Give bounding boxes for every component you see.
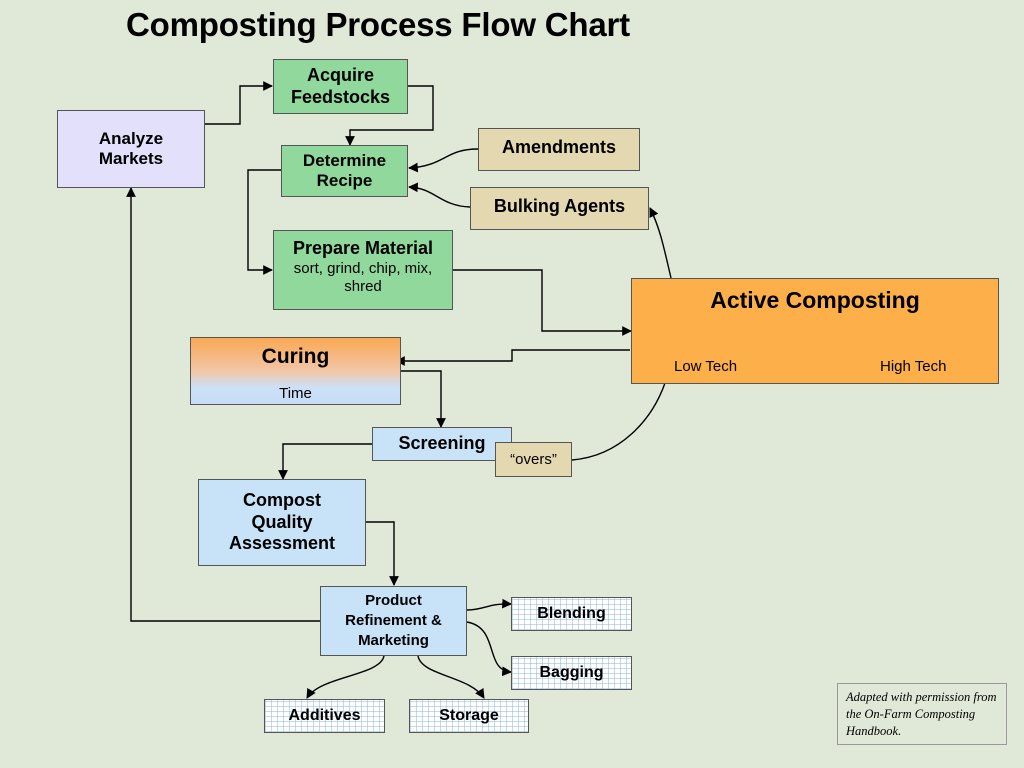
low-tech-label: Low Tech [674, 358, 738, 375]
arrow-quality-to-refinement [366, 521, 399, 586]
active-composting-title: Active Composting [710, 287, 920, 313]
determine-recipe-node: Determine Recipe [281, 145, 408, 197]
bagging-label: Bagging [539, 664, 604, 681]
storage-label: Storage [439, 707, 499, 725]
curing-node: Curing Time [190, 337, 401, 405]
amendments-label: Amendments [501, 137, 617, 157]
acquire-feedstocks-label: Acquire Feedstocks [290, 64, 391, 107]
arrow-active-to-bulking [649, 207, 672, 279]
bagging-node: Bagging [511, 656, 632, 690]
arrow-bulking-to-recipe [408, 182, 471, 208]
additives-node: Additives [264, 699, 385, 733]
additives-label: Additives [288, 707, 361, 725]
curing-time-label: Time [279, 385, 312, 402]
high-tech-label: High Tech [880, 358, 947, 375]
analyze-markets-label: Analyze Markets [98, 128, 164, 168]
product-refinement-label: Product Refinement & Marketing [345, 591, 442, 650]
arrow-refinement-to-blending [466, 598, 512, 611]
blending-node: Blending [511, 597, 632, 631]
amendments-node: Amendments [478, 128, 640, 171]
arrow-curing-to-screening [401, 370, 446, 428]
arrow-recipe-to-prepare [247, 169, 281, 275]
compost-quality-node: Compost Quality Assessment [198, 479, 366, 566]
prepare-material-node: Prepare Material sort, grind, chip, mix,… [273, 230, 453, 310]
page-title: Composting Process Flow Chart [126, 6, 630, 43]
overs-node: “overs” [495, 442, 572, 477]
screening-node: Screening [372, 427, 512, 461]
overs-label: “overs” [510, 451, 557, 468]
analyze-markets-node: Analyze Markets [57, 110, 205, 188]
bulking-agents-node: Bulking Agents [470, 187, 649, 230]
arrow-refinement-to-additives [306, 655, 385, 699]
arrow-screening-to-quality [278, 443, 372, 480]
arrow-prepare-to-active [453, 269, 632, 336]
blending-label: Blending [537, 605, 606, 622]
determine-recipe-label: Determine Recipe [302, 150, 387, 190]
arrow-refinement-to-markets [126, 187, 320, 622]
screening-label: Screening [398, 433, 486, 454]
arrow-active-to-curing [395, 349, 630, 366]
acquire-feedstocks-node: Acquire Feedstocks [273, 59, 408, 114]
arrow-refinement-to-storage [417, 655, 485, 699]
storage-node: Storage [409, 699, 529, 733]
curing-title: Curing [261, 345, 330, 368]
prepare-material-subtitle: sort, grind, chip, mix, shred [293, 259, 433, 295]
arrow-markets-to-feedstocks [205, 81, 273, 125]
active-composting-node: Active Composting Low Tech High Tech [631, 278, 999, 384]
arrow-refinement-to-bagging [466, 621, 512, 677]
compost-quality-label: Compost Quality Assessment [228, 490, 336, 554]
prepare-material-title: Prepare Material [292, 238, 434, 258]
arrow-amendments-to-recipe [408, 148, 479, 173]
bulking-agents-label: Bulking Agents [493, 196, 626, 216]
citation-note: Adapted with permission from the On-Farm… [837, 683, 1007, 745]
arrow-feedstocks-to-recipe [345, 85, 434, 146]
arrow-overs-to-active [571, 382, 666, 461]
product-refinement-node: Product Refinement & Marketing [320, 586, 467, 656]
